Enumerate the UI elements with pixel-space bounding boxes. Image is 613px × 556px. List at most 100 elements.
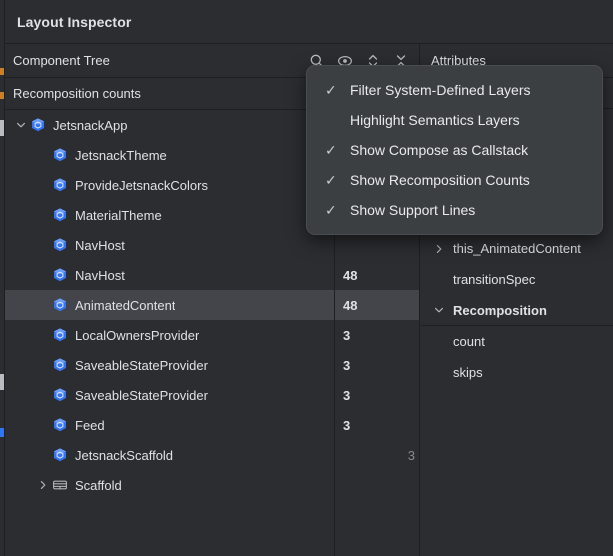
twisty-spacer [35,320,51,350]
compose-node-icon [51,386,69,404]
counts-column-divider [334,110,335,556]
gutter-mark-gray [0,374,4,390]
tree-row-label: AnimatedContent [75,297,176,313]
menu-item[interactable]: ✓ Show Recomposition Counts [307,165,602,195]
attribute-name: count [453,334,485,349]
view-options-menu[interactable]: ✓Filter System-Defined Layers✓Highlight … [306,65,603,235]
chevron-down-icon[interactable] [13,110,29,140]
recomposition-count-cell: 3 [343,357,351,373]
compose-node-icon [51,206,69,224]
menu-item[interactable]: ✓Highlight Semantics Layers [307,105,602,135]
gutter-mark-warning [0,68,4,75]
page-title: Layout Inspector [17,13,132,30]
tree-row-label: SaveableStateProvider [75,387,208,403]
compose-node-icon [51,266,69,284]
twisty-spacer [35,260,51,290]
tree-row[interactable]: JetsnackScaffold 3 [5,440,419,470]
twisty-spacer [35,350,51,380]
tree-row-label: JetsnackTheme [75,147,167,163]
tree-row-label: MaterialTheme [75,207,162,223]
menu-item-label: Filter System-Defined Layers [350,82,531,98]
compose-node-icon [51,416,69,434]
attribute-name: skips [453,365,483,380]
attribute-row[interactable]: this_AnimatedContent [421,233,613,264]
tree-horizontal-scrollbar[interactable] [5,551,419,556]
tree-row-label: NavHost [75,237,125,253]
twisty-spacer [35,440,51,470]
compose-node-icon [51,146,69,164]
menu-item[interactable]: ✓ Filter System-Defined Layers [307,75,602,105]
twisty-spacer [35,380,51,410]
menu-item-label: Show Support Lines [350,202,476,218]
menu-item-label: Show Recomposition Counts [350,172,530,188]
checkmark-icon: ✓ [325,171,337,188]
tree-row[interactable]: AnimatedContent 48 [5,290,419,320]
attribute-name: transitionSpec [453,272,536,287]
attribute-row[interactable]: skips [421,357,613,388]
tree-row-label: LocalOwnersProvider [75,327,200,343]
tree-row[interactable]: LocalOwnersProvider 3 [5,320,419,350]
tree-row-label: JetsnackScaffold [75,447,174,463]
gutter-mark-warning [0,92,4,99]
tree-row[interactable]: NavHost [5,230,419,260]
twisty-spacer [35,290,51,320]
recomposition-count-cell: 3 [343,327,351,343]
tree-row-label: Scaffold [75,477,122,493]
component-tree-title: Component Tree [13,53,110,68]
tree-row-label: NavHost [75,267,125,283]
compose-node-icon [51,446,69,464]
menu-item[interactable]: ✓Show Compose as Callstack [307,135,602,165]
tree-row-label: Feed [75,417,105,433]
tree-row[interactable]: SaveableStateProvider 3 [5,380,419,410]
twisty-spacer [35,170,51,200]
chevron-right-icon[interactable] [431,241,447,257]
attributes-section-header[interactable]: Recomposition [421,295,613,326]
recomposition-counts-label: Recomposition counts [13,86,141,101]
tree-row-label: JetsnackApp [53,117,128,133]
twisty-spacer [35,140,51,170]
tree-row[interactable]: NavHost 48 [5,260,419,290]
attributes-title: Attributes [431,53,486,68]
compose-node-icon [51,326,69,344]
menu-item-label: Highlight Semantics Layers [350,112,520,128]
recomposition-count-cell: 3 [343,417,351,433]
tree-row[interactable]: Feed 3 [5,410,419,440]
window-titlebar: Layout Inspector [5,0,613,44]
tree-row-label: ProvideJetsnackColors [75,177,208,193]
compose-node-icon [51,356,69,374]
chevron-right-icon[interactable] [35,470,51,500]
gutter-mark-blue [0,428,4,437]
recomposition-count-cell: 48 [343,297,358,313]
skip-count-cell: 3 [407,447,415,463]
chevron-down-icon[interactable] [431,302,447,318]
menu-item-label: Show Compose as Callstack [350,142,529,158]
tree-row[interactable]: JetsnackApp [5,110,419,140]
tree-row[interactable]: SaveableStateProvider 3 [5,350,419,380]
recomposition-count-cell: 48 [343,267,358,283]
attribute-row[interactable]: count [421,326,613,357]
menu-item[interactable]: ✓ Show Support Lines [307,195,602,225]
gutter-mark-gray [0,120,4,136]
gutter-strip [0,0,5,556]
twisty-spacer [35,200,51,230]
tree-row[interactable]: Scaffold [5,470,419,500]
layout-node-icon [51,476,69,494]
tree-row[interactable]: JetsnackTheme [5,140,419,170]
compose-node-icon [51,236,69,254]
twisty-spacer [35,230,51,260]
compose-node-icon [51,176,69,194]
compose-node-icon [29,116,47,134]
attribute-row[interactable]: transitionSpec [421,264,613,295]
attributes-section-label: Recomposition [453,302,547,318]
twisty-spacer [35,410,51,440]
checkmark-icon: ✓ [325,201,337,218]
tree-row[interactable]: ProvideJetsnackColors [5,170,419,200]
checkmark-icon: ✓ [325,81,337,98]
eye-icon[interactable] [331,48,359,74]
tree-row[interactable]: MaterialTheme [5,200,419,230]
collapse-all-icon[interactable] [387,48,415,74]
compose-node-icon [51,296,69,314]
tree-row-label: SaveableStateProvider [75,357,208,373]
recomposition-count-cell: 3 [343,387,351,403]
